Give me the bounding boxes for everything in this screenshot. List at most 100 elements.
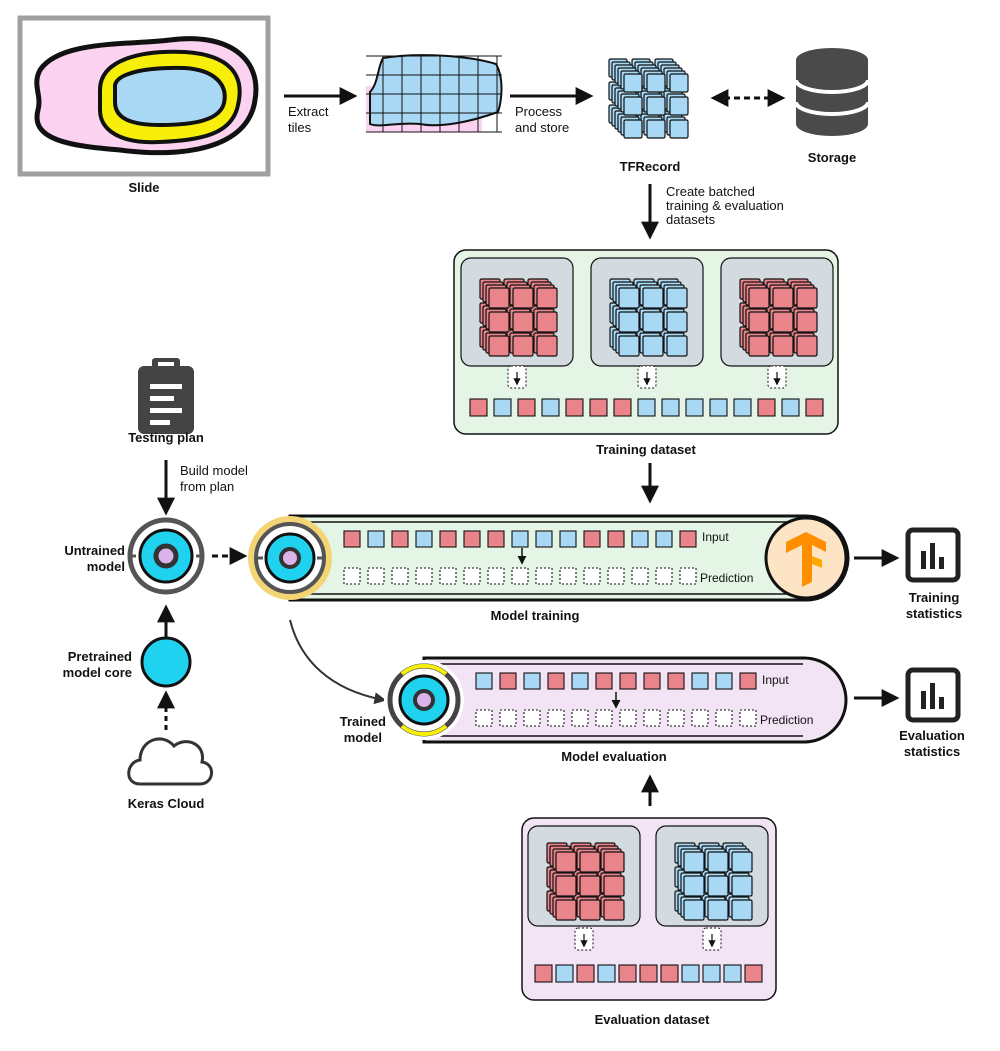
cube-tile (536, 287, 558, 309)
evaluation-statistics-label: Evaluation statistics (899, 728, 965, 759)
cube-tile (618, 335, 640, 357)
evaluation-prediction-row (475, 709, 757, 727)
prediction-slot (655, 567, 673, 585)
prediction-slot (643, 709, 661, 727)
batch-tile (655, 530, 673, 548)
evaluation-prediction-label: Prediction (760, 713, 814, 727)
training-statistics-label: Training statistics (905, 590, 963, 621)
cube-tile (748, 287, 770, 309)
cube-tile (683, 899, 705, 921)
batch-tile (613, 398, 632, 417)
keras-cloud-label: Keras Cloud (127, 796, 205, 811)
batch-tile (415, 530, 433, 548)
prediction-slot (463, 567, 481, 585)
process-store-label: Process and store (515, 104, 570, 135)
batch-tile (583, 530, 601, 548)
batch-tile (439, 530, 457, 548)
prediction-slot (595, 709, 613, 727)
batch-tile (715, 672, 733, 690)
batch-tile (744, 964, 763, 983)
cube-tile (646, 73, 666, 93)
untrained-model-icon (127, 517, 205, 595)
prediction-slot (487, 567, 505, 585)
batch-tile (475, 672, 493, 690)
cube-tile (618, 287, 640, 309)
tensorflow-logo-icon (764, 516, 848, 600)
batch-tile (702, 964, 721, 983)
prediction-slot (475, 709, 493, 727)
batch-tile (534, 964, 553, 983)
pretrained-core-icon (140, 636, 192, 688)
batch-tile (709, 398, 728, 417)
prediction-slot (679, 567, 697, 585)
cube-tile (642, 311, 664, 333)
batch-tile (619, 672, 637, 690)
batch-tile (631, 530, 649, 548)
cube-tile (683, 851, 705, 873)
batch-tile (463, 530, 481, 548)
prediction-slot (715, 709, 733, 727)
prediction-slot (631, 567, 649, 585)
cube-tile (555, 899, 577, 921)
bar-chart-icon (905, 667, 961, 723)
bar-chart-icon (905, 527, 961, 583)
trained-model-label: Trained model (339, 714, 386, 745)
cloud-icon (127, 737, 213, 786)
cube-tile (488, 287, 510, 309)
cube-tile (731, 851, 753, 873)
training-dataset-label: Training dataset (596, 442, 696, 457)
prediction-slot (499, 709, 517, 727)
training-input-label: Input (702, 530, 729, 544)
untrained-model-label: Untrained model (64, 543, 125, 574)
database-icon (794, 48, 870, 136)
batch-tile (555, 964, 574, 983)
cube-tile (618, 311, 640, 333)
cube-tile (642, 335, 664, 357)
trained-model-icon (384, 660, 464, 740)
model-evaluation-conveyor (422, 656, 848, 744)
cube-tile (731, 875, 753, 897)
batch-tile (607, 530, 625, 548)
evaluation-dataset-stacks (527, 825, 769, 951)
cube-tile (666, 287, 688, 309)
evaluation-dataset-batch (534, 964, 763, 983)
cube-tile (796, 335, 818, 357)
cube-tile (669, 96, 689, 116)
batch-tile (559, 530, 577, 548)
cube-tile (623, 119, 643, 139)
batch-tile (595, 672, 613, 690)
cube-tile (623, 73, 643, 93)
evaluation-dataset-label: Evaluation dataset (594, 1012, 710, 1027)
batch-tile (757, 398, 776, 417)
cube-tile (555, 851, 577, 873)
training-prediction-label: Prediction (700, 571, 754, 585)
cube-tile (772, 335, 794, 357)
batch-tile (571, 672, 589, 690)
prediction-slot (523, 709, 541, 727)
batch-tile (637, 398, 656, 417)
extracted-tiles (366, 54, 503, 133)
batch-tile (618, 964, 637, 983)
evaluation-input-row (475, 672, 757, 690)
prediction-slot (391, 567, 409, 585)
prediction-slot (535, 567, 553, 585)
prediction-slot (559, 567, 577, 585)
prediction-slot (691, 709, 709, 727)
training-dataset-stacks (460, 257, 834, 389)
model-evaluation-label: Model evaluation (561, 749, 667, 764)
batch-tile (691, 672, 709, 690)
batch-tile (679, 530, 697, 548)
cube-tile (555, 875, 577, 897)
prediction-slot (415, 567, 433, 585)
cube-tile (512, 335, 534, 357)
cube-tile (579, 875, 601, 897)
cube-tile (683, 875, 705, 897)
prediction-slot (571, 709, 589, 727)
cube-tile (646, 96, 666, 116)
batch-tile (391, 530, 409, 548)
cube-tile (666, 311, 688, 333)
batch-tile (597, 964, 616, 983)
batch-tile (781, 398, 800, 417)
batch-tile (667, 672, 685, 690)
